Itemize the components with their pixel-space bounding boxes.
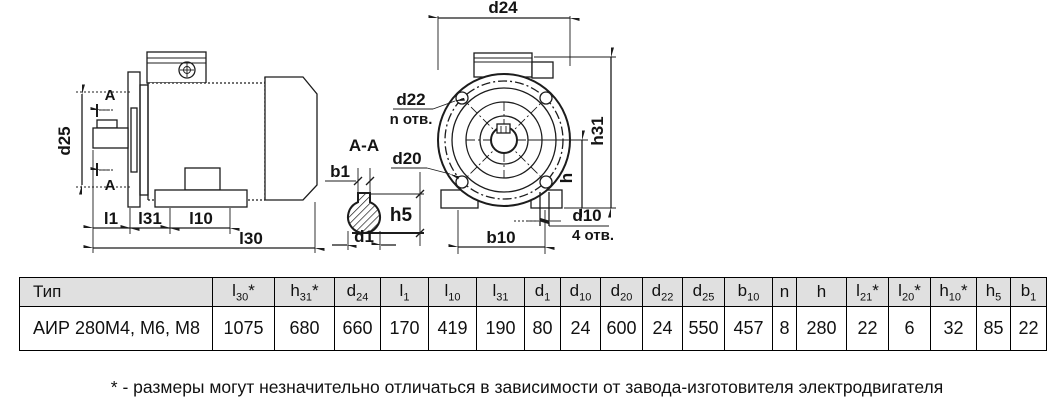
cell-l1: 170 xyxy=(380,306,429,351)
dim-label-h5: h5 xyxy=(390,205,413,226)
cell-h5: 85 xyxy=(976,306,1011,351)
cell-b1: 22 xyxy=(1010,306,1047,351)
col-header-tip: Тип xyxy=(19,277,213,307)
dimension-table: Тип l30* h31* d24 l1 l10 l31 d1 d10 d20 … xyxy=(19,277,1047,351)
col-header-d24: d24 xyxy=(334,277,381,307)
dim-label-l10: l10 xyxy=(189,209,213,228)
section-title: A-A xyxy=(349,136,379,155)
cell-l31: 190 xyxy=(476,306,525,351)
col-header-h: h xyxy=(796,277,847,307)
shaft xyxy=(92,127,129,149)
table-data-row: АИР 280М4, М6, М8 1075 680 660 170 419 1… xyxy=(19,306,1047,351)
cell-l21: 22 xyxy=(846,306,889,351)
col-header-d1: d1 xyxy=(524,277,561,307)
label-4-holes: 4 отв. xyxy=(572,227,614,244)
bolt-hole xyxy=(539,91,553,105)
cell-h10: 32 xyxy=(930,306,977,351)
motor-side-view: d25 A A l1 l31 l10 l30 xyxy=(55,51,318,253)
section-mark-a-bottom: A xyxy=(105,177,116,194)
cell-n: 8 xyxy=(772,306,797,351)
terminal-box-screw xyxy=(178,61,196,79)
dim-label-d1: d1 xyxy=(354,227,374,246)
cell-d24: 660 xyxy=(334,306,381,351)
bolt-hole xyxy=(455,91,469,105)
table-header-row: Тип l30* h31* d24 l1 l10 l31 d1 d10 d20 … xyxy=(19,277,1047,307)
col-header-b10: b10 xyxy=(724,277,773,307)
cell-l20: 6 xyxy=(888,306,931,351)
col-header-d22: d22 xyxy=(642,277,683,307)
shaft-key xyxy=(96,119,118,129)
section-mark-a-top: A xyxy=(105,87,116,104)
bolt-hole xyxy=(455,175,469,189)
cell-h: 280 xyxy=(796,306,847,351)
cell-h31: 680 xyxy=(274,306,335,351)
cell-d25: 550 xyxy=(682,306,725,351)
cell-d20: 600 xyxy=(600,306,643,351)
footnote: * - размеры могут незначительно отличать… xyxy=(110,377,944,397)
dim-label-d25: d25 xyxy=(55,126,74,155)
technical-drawing: d25 A A l1 l31 l10 l30 A-A b1 xyxy=(55,0,616,254)
cell-b10: 457 xyxy=(724,306,773,351)
shaft-key-front xyxy=(496,123,511,134)
bolt-hole xyxy=(539,175,553,189)
terminal-box-front xyxy=(473,52,533,78)
col-header-l20: l20* xyxy=(888,277,931,307)
col-header-d10: d10 xyxy=(560,277,601,307)
cell-d1: 80 xyxy=(524,306,561,351)
foot-strip xyxy=(154,189,248,208)
bearing-shield xyxy=(139,84,149,196)
col-header-b1: b1 xyxy=(1010,277,1047,307)
col-header-l10: l10 xyxy=(428,277,477,307)
col-header-l1: l1 xyxy=(380,277,429,307)
dim-label-b1: b1 xyxy=(330,162,350,181)
col-header-h5: h5 xyxy=(976,277,1011,307)
col-header-l31: l31 xyxy=(476,277,525,307)
col-header-n: n xyxy=(772,277,797,307)
terminal-box-side xyxy=(146,51,207,84)
col-header-d25: d25 xyxy=(682,277,725,307)
cell-d22: 24 xyxy=(642,306,683,351)
cell-d10: 24 xyxy=(560,306,601,351)
cell-l10: 419 xyxy=(428,306,477,351)
dim-label-l30: l30 xyxy=(239,229,263,248)
fan-cowl xyxy=(264,76,318,201)
motor-front-view: d24 h31 h d10 4 отв. b10 d22 n отв. d20 xyxy=(390,0,616,254)
dim-label-h: h xyxy=(557,173,576,183)
dim-label-l31: l31 xyxy=(138,209,162,228)
col-header-d20: d20 xyxy=(600,277,643,307)
col-header-l30: l30* xyxy=(212,277,275,307)
cell-tip: АИР 280М4, М6, М8 xyxy=(19,306,213,351)
dim-label-b10: b10 xyxy=(486,228,515,247)
dim-label-l1: l1 xyxy=(104,209,118,228)
dim-label-d24: d24 xyxy=(488,0,518,17)
label-n-holes: n отв. xyxy=(390,111,433,128)
dim-label-d20: d20 xyxy=(392,149,421,168)
shaft-section-view: A-A b1 h5 d1 xyxy=(325,136,425,250)
col-header-h31: h31* xyxy=(274,277,335,307)
col-header-h10: h10* xyxy=(930,277,977,307)
dim-label-d22: d22 xyxy=(396,90,425,109)
dim-label-d10: d10 xyxy=(572,206,601,225)
col-header-l21: l21* xyxy=(846,277,889,307)
dim-label-h31: h31 xyxy=(588,116,607,145)
cell-l30: 1075 xyxy=(212,306,275,351)
foot-pad xyxy=(184,167,221,191)
